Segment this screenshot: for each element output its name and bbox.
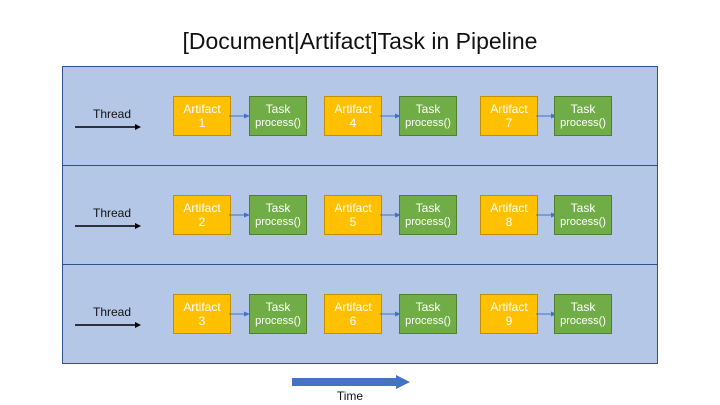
artifact-number: 1 (198, 116, 206, 130)
task-box: Task process() (249, 294, 307, 334)
link-arrow-icon (229, 212, 250, 218)
thread-arrow-icon (75, 223, 141, 229)
artifact-box-5: Artifact 5 (324, 195, 382, 235)
task-label: Task (570, 201, 596, 215)
task-box: Task process() (399, 96, 457, 136)
artifact-box-1: Artifact 1 (173, 96, 231, 136)
artifact-number: 8 (505, 215, 513, 229)
task-method: process() (405, 315, 451, 327)
link-arrow-icon (380, 113, 401, 119)
artifact-label: Artifact (490, 102, 528, 116)
task-label: Task (415, 201, 441, 215)
artifact-box-6: Artifact 6 (324, 294, 382, 334)
task-box: Task process() (399, 294, 457, 334)
artifact-box-2: Artifact 2 (173, 195, 231, 235)
time-arrow-icon (292, 375, 410, 389)
thread-label: Thread (92, 206, 132, 220)
thread-lane-3: Thread Artifact 3 Task process() Artifac… (62, 264, 658, 364)
artifact-label: Artifact (334, 300, 372, 314)
task-method: process() (405, 117, 451, 129)
artifact-box-7: Artifact 7 (480, 96, 538, 136)
task-method: process() (255, 315, 301, 327)
artifact-label: Artifact (183, 300, 221, 314)
link-arrow-icon (229, 113, 250, 119)
task-method: process() (560, 117, 606, 129)
artifact-label: Artifact (334, 102, 372, 116)
task-label: Task (570, 102, 596, 116)
task-method: process() (560, 216, 606, 228)
artifact-box-3: Artifact 3 (173, 294, 231, 334)
task-label: Task (265, 300, 291, 314)
task-box: Task process() (399, 195, 457, 235)
artifact-number: 2 (198, 215, 206, 229)
artifact-label: Artifact (183, 201, 221, 215)
time-label: Time (336, 389, 364, 403)
artifact-box-9: Artifact 9 (480, 294, 538, 334)
diagram-title: [Document|Artifact]Task in Pipeline (182, 28, 538, 54)
task-label: Task (265, 201, 291, 215)
thread-arrow-icon (75, 124, 141, 130)
link-arrow-icon (380, 212, 401, 218)
artifact-number: 9 (505, 314, 513, 328)
artifact-label: Artifact (183, 102, 221, 116)
artifact-number: 4 (349, 116, 357, 130)
task-box: Task process() (554, 195, 612, 235)
artifact-label: Artifact (334, 201, 372, 215)
artifact-label: Artifact (490, 201, 528, 215)
thread-label: Thread (92, 107, 132, 121)
task-label: Task (415, 102, 441, 116)
artifact-number: 3 (198, 314, 206, 328)
thread-label: Thread (92, 305, 132, 319)
task-box: Task process() (249, 96, 307, 136)
task-box: Task process() (554, 96, 612, 136)
link-arrow-icon (380, 311, 401, 317)
task-label: Task (265, 102, 291, 116)
thread-lane-1: Thread Artifact 1 Task process() Artifac… (62, 66, 658, 166)
task-label: Task (415, 300, 441, 314)
artifact-box-8: Artifact 8 (480, 195, 538, 235)
task-label: Task (570, 300, 596, 314)
task-box: Task process() (554, 294, 612, 334)
artifact-number: 5 (349, 215, 357, 229)
artifact-label: Artifact (490, 300, 528, 314)
task-method: process() (255, 216, 301, 228)
thread-lanes: Thread Artifact 1 Task process() Artifac… (62, 66, 658, 364)
thread-lane-2: Thread Artifact 2 Task process() Artifac… (62, 165, 658, 265)
task-method: process() (560, 315, 606, 327)
link-arrow-icon (229, 311, 250, 317)
artifact-number: 7 (505, 116, 513, 130)
task-box: Task process() (249, 195, 307, 235)
artifact-number: 6 (349, 314, 357, 328)
task-method: process() (405, 216, 451, 228)
artifact-box-4: Artifact 4 (324, 96, 382, 136)
task-method: process() (255, 117, 301, 129)
thread-arrow-icon (75, 322, 141, 328)
